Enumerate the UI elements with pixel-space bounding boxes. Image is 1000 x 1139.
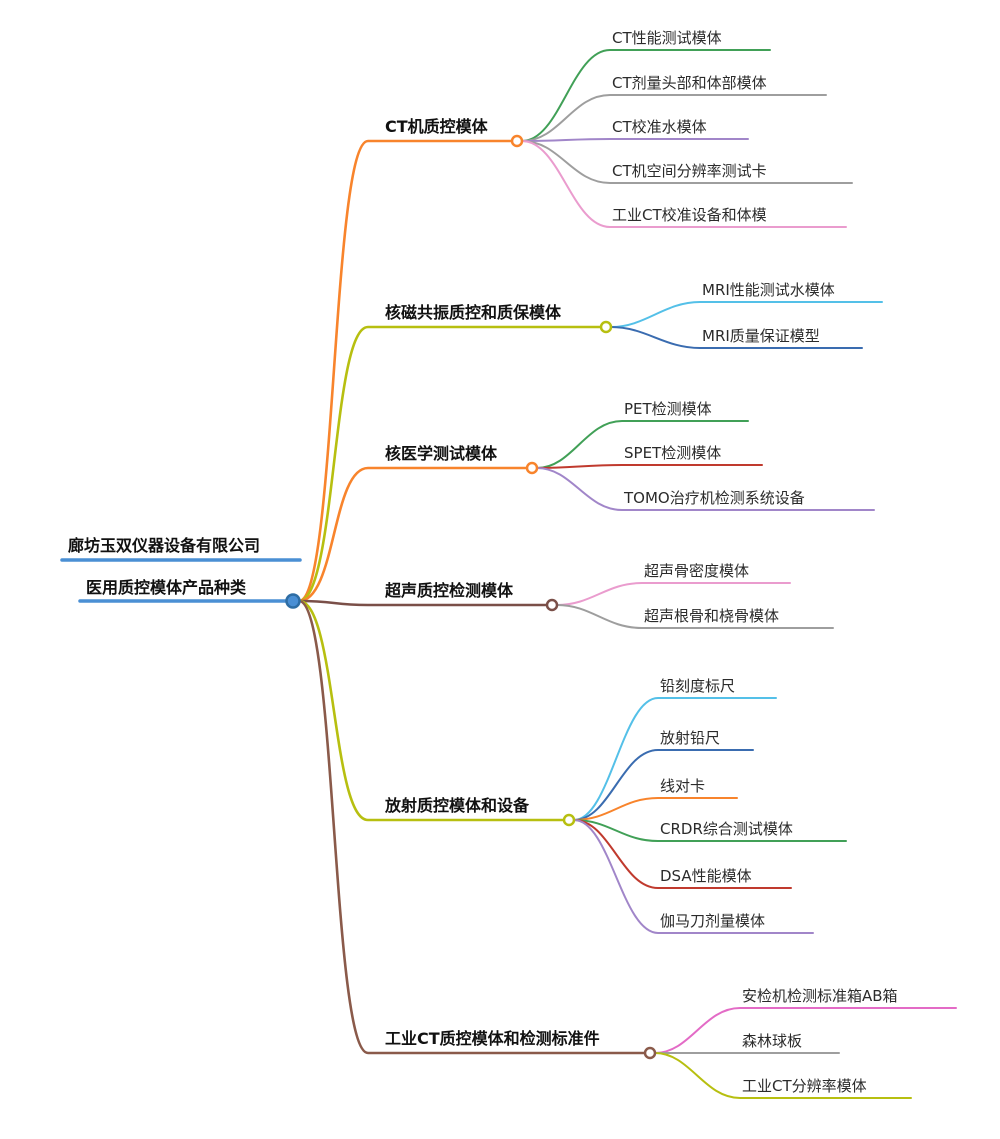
child-connector — [521, 140, 853, 184]
leaf-label: PET检测模体 — [624, 400, 712, 418]
child-connector — [556, 604, 834, 629]
branch-label-radiology: 放射质控模体和设备 — [385, 796, 530, 815]
branch-connector — [297, 466, 529, 603]
leaf-label: CT性能测试模体 — [612, 29, 722, 47]
branch-node-circle[interactable] — [510, 134, 524, 148]
leaf-label: MRI性能测试水模体 — [702, 281, 835, 299]
root-company-label: 廊坊玉双仪器设备有限公司 — [68, 536, 261, 555]
branch-connector — [297, 599, 647, 1055]
child-connector — [654, 1052, 912, 1099]
child-connector — [610, 326, 863, 349]
branch-node-circle[interactable] — [562, 813, 576, 827]
branch-connector — [297, 599, 566, 822]
child-connector — [536, 420, 749, 469]
leaf-label: 铅刻度标尺 — [660, 677, 736, 695]
child-connector — [521, 94, 827, 142]
branch-label-ultrasound: 超声质控检测模体 — [385, 581, 514, 600]
leaf-label: 工业CT分辨率模体 — [742, 1077, 867, 1095]
branch-label-mri: 核磁共振质控和质保模体 — [385, 303, 562, 322]
leaf-label: 森林球板 — [742, 1032, 803, 1050]
leaf-label: 伽马刀剂量模体 — [660, 912, 766, 930]
leaf-label: 安检机检测标准箱AB箱 — [742, 987, 898, 1005]
leaf-label: CT剂量头部和体部模体 — [612, 74, 767, 92]
root-product-label: 医用质控模体产品种类 — [86, 578, 247, 597]
branch-node-circle[interactable] — [545, 598, 559, 612]
leaf-label: 超声骨密度模体 — [644, 562, 750, 580]
leaf-label: CRDR综合测试模体 — [660, 820, 793, 838]
child-connector — [536, 467, 875, 511]
child-connector — [521, 138, 749, 142]
branch-label-industrial-ct: 工业CT质控模体和检测标准件 — [385, 1029, 600, 1048]
branch-node-circle[interactable] — [599, 320, 613, 334]
child-connector — [573, 819, 814, 934]
branch-connector — [297, 325, 603, 603]
branch-connector — [297, 599, 549, 607]
branch-label-nuclear: 核医学测试模体 — [385, 444, 498, 463]
child-connector — [556, 582, 791, 606]
branch-node-circle[interactable] — [525, 461, 539, 475]
child-connector — [521, 49, 771, 142]
branch-node-circle[interactable] — [643, 1046, 657, 1060]
child-connector — [573, 697, 777, 821]
child-connector — [573, 819, 792, 889]
leaf-label: CT机空间分辨率测试卡 — [612, 162, 767, 180]
leaf-label: 超声根骨和桡骨模体 — [644, 607, 780, 625]
leaf-label: TOMO治疗机检测系统设备 — [624, 489, 805, 507]
child-connector — [573, 819, 847, 842]
leaf-label: 线对卡 — [660, 777, 706, 795]
child-connector — [521, 140, 847, 228]
leaf-label: 放射铅尺 — [660, 729, 721, 747]
child-connector — [573, 749, 754, 821]
branch-connector — [297, 139, 514, 603]
leaf-label: MRI质量保证模型 — [702, 327, 820, 345]
leaf-label: DSA性能模体 — [660, 867, 752, 885]
leaf-label: CT校准水模体 — [612, 118, 707, 136]
root-node-circle[interactable] — [285, 593, 301, 609]
child-connector — [573, 797, 738, 821]
child-connector — [654, 1007, 957, 1054]
child-connector — [610, 301, 883, 328]
branch-label-ct: CT机质控模体 — [385, 117, 488, 136]
leaf-label: SPET检测模体 — [624, 444, 722, 462]
child-connector — [536, 464, 763, 469]
leaf-label: 工业CT校准设备和体模 — [612, 206, 767, 224]
